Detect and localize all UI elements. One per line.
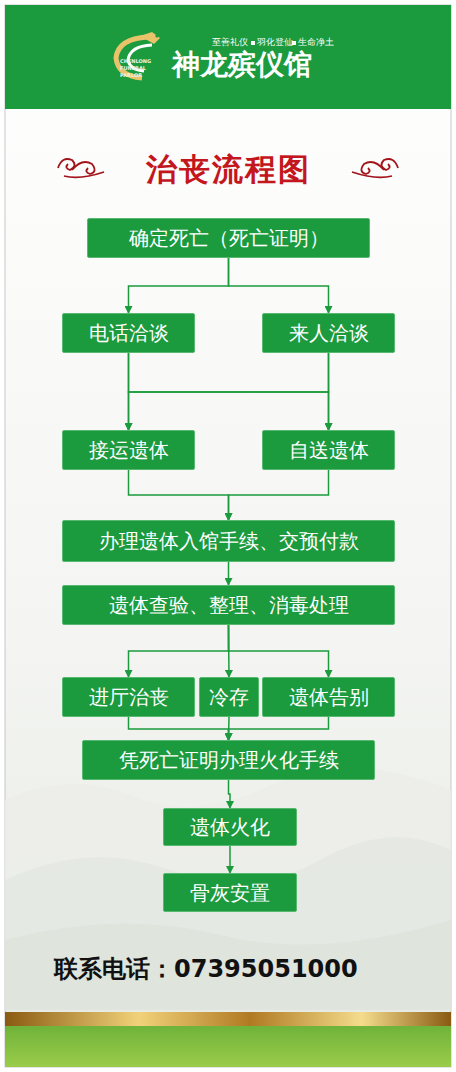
flow-arrow	[228, 562, 230, 585]
process-box: 来人洽谈	[262, 313, 395, 353]
process-box: 确定死亡（死亡证明）	[87, 218, 370, 258]
slogan: 生命净土	[298, 38, 334, 48]
box-text: 接运遗体	[89, 439, 169, 461]
flow-arrow	[129, 258, 229, 313]
process-box: 冷存	[199, 677, 259, 717]
flow-arrow	[229, 717, 329, 740]
box-text: 电话洽谈	[89, 322, 169, 344]
slogan: 羽化登仙	[257, 38, 293, 48]
flow-arrow	[129, 625, 229, 677]
flow-arrow	[129, 353, 329, 430]
gold-strip	[5, 1012, 451, 1026]
box-text: 确定死亡（死亡证明）	[129, 227, 329, 249]
brand-english: CHENLONG	[120, 59, 151, 65]
box-text: 冷存	[209, 686, 249, 708]
box-text: 自送遗体	[289, 439, 369, 461]
process-box: 遗体火化	[163, 808, 297, 846]
process-box: 凭死亡证明办理火化手续	[82, 740, 375, 780]
flow-arrow	[328, 353, 330, 430]
header-band	[5, 5, 451, 109]
footer-band	[5, 1026, 451, 1067]
chart-title: 治丧流程图	[0, 149, 456, 191]
flow-arrow	[229, 625, 329, 677]
flow-arrow	[129, 470, 229, 520]
process-box: 电话洽谈	[62, 313, 195, 353]
flow-arrow	[229, 846, 231, 873]
box-text: 来人洽谈	[289, 322, 369, 344]
process-box: 遗体查验、整理、消毒处理	[62, 585, 395, 625]
box-text: 骨灰安置	[190, 882, 270, 904]
brand-english: PARLOR	[120, 73, 142, 79]
flow-arrow	[129, 717, 229, 740]
logo-symbol	[116, 32, 160, 78]
box-text: 遗体告别	[289, 686, 369, 708]
flow-arrow	[229, 470, 329, 520]
process-box: 遗体告别	[262, 677, 395, 717]
box-text: 进厅治丧	[89, 686, 169, 708]
box-text: 遗体查验、整理、消毒处理	[109, 594, 349, 616]
box-text: 办理遗体入馆手续、交预付款	[99, 530, 359, 552]
contact-phone: 联系电话：07395051000	[54, 956, 358, 982]
brand-english: FUNERAL	[120, 66, 146, 72]
flow-arrow	[129, 353, 329, 430]
process-box: 办理遗体入馆手续、交预付款	[62, 520, 395, 562]
brand-name: 神龙殡仪馆	[172, 50, 312, 81]
flow-arrow	[229, 258, 329, 313]
process-box: 接运遗体	[62, 430, 195, 470]
process-box: 骨灰安置	[163, 873, 297, 912]
process-box: 自送遗体	[262, 430, 395, 470]
box-text: 凭死亡证明办理火化手续	[119, 749, 339, 771]
slogan: 至善礼仪	[212, 38, 248, 48]
flow-arrow	[229, 780, 231, 808]
process-box: 进厅治丧	[62, 677, 195, 717]
box-text: 遗体火化	[190, 816, 270, 838]
